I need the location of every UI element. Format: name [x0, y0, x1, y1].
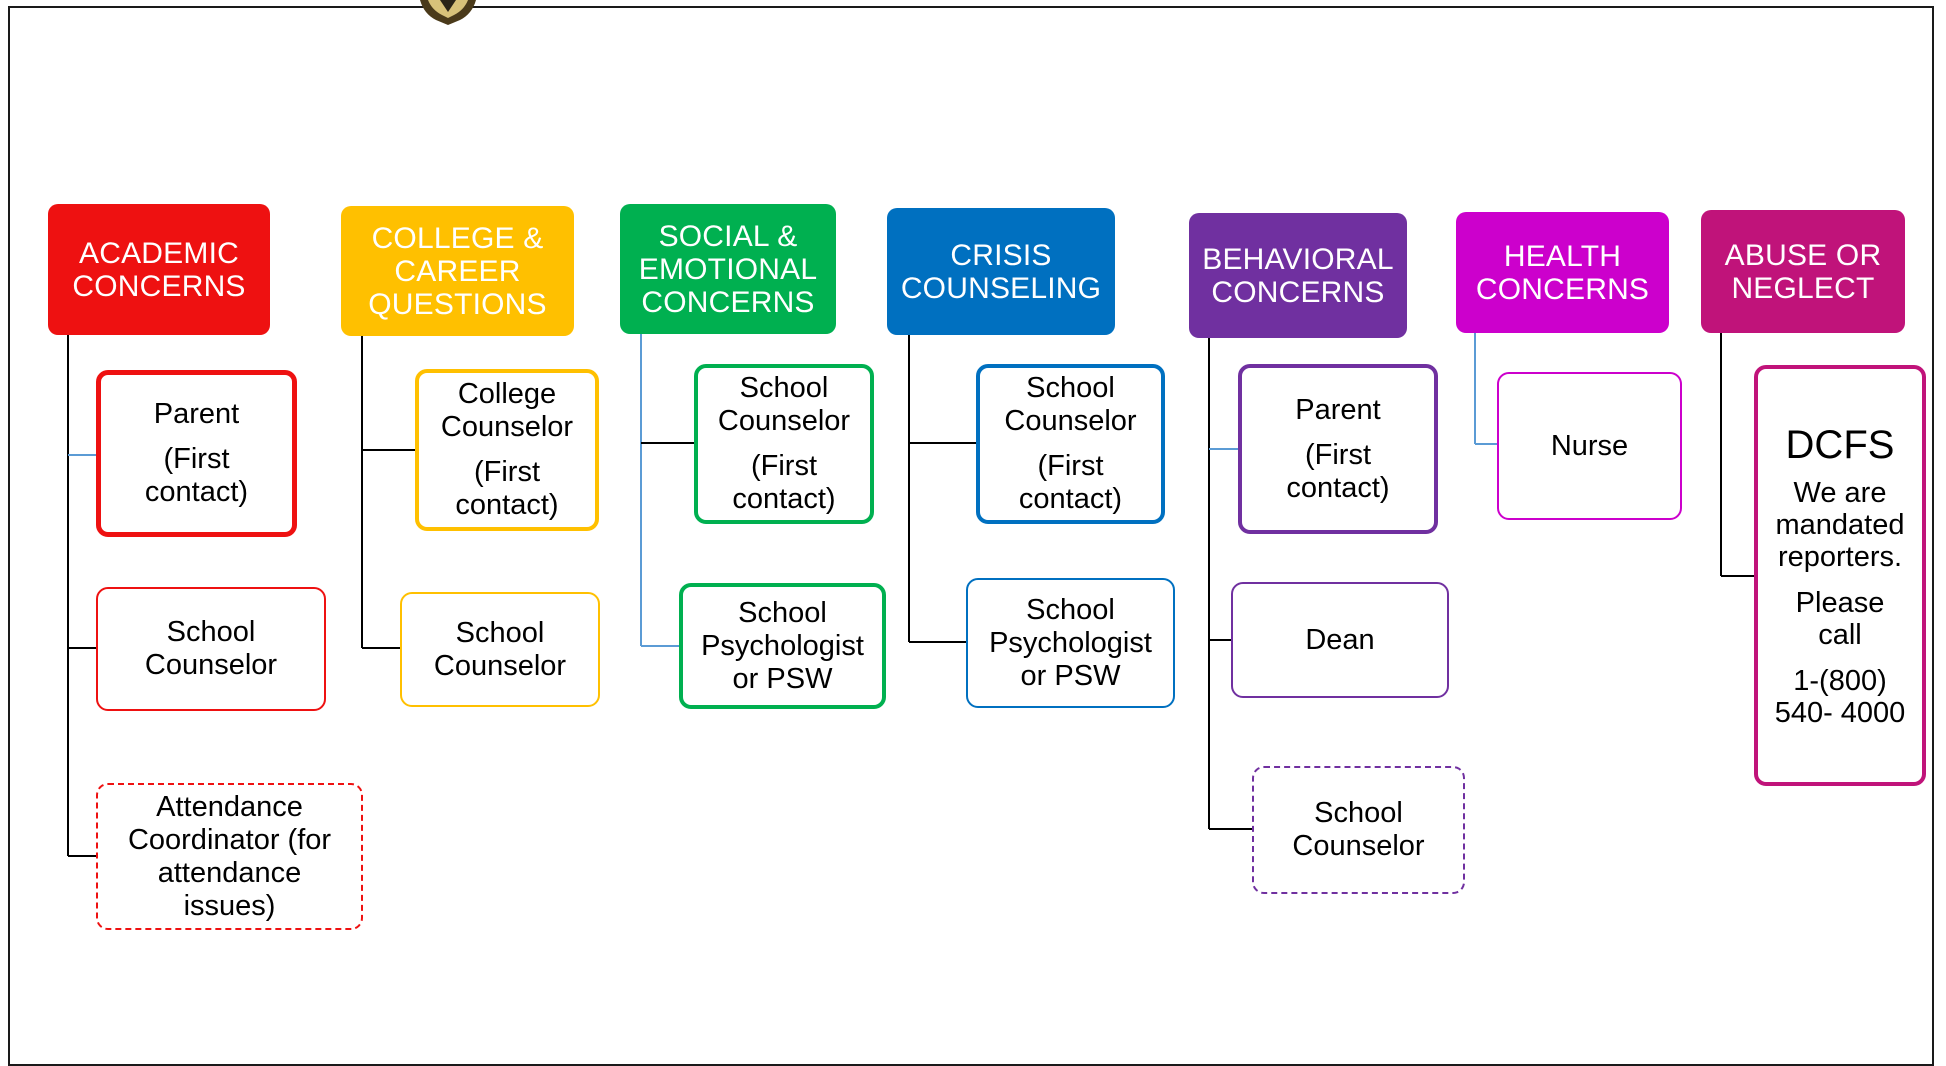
crisis-school-counselor-note: (First contact) — [1018, 450, 1123, 515]
social-school-counselor-box: School Counselor (First contact) — [694, 364, 874, 524]
dcfs-mandated-reporters-text: We are mandated reporters. — [1775, 476, 1905, 573]
social-psychologist-label: School Psychologist or PSW — [701, 596, 864, 695]
abuse-connectors — [1720, 333, 1754, 577]
social-school-counselor-note: (First contact) — [732, 450, 836, 515]
behavioral-header-label: BEHAVIORAL CONCERNS — [1202, 242, 1394, 309]
college-connectors — [361, 336, 415, 649]
social-header-label: SOCIAL & EMOTIONAL CONCERNS — [638, 219, 818, 319]
crisis-school-counselor-box: School Counselor (First contact) — [976, 364, 1165, 524]
college-school-counselor-box: School Counselor — [400, 592, 600, 707]
dcfs-title: DCFS — [1785, 422, 1895, 467]
abuse-header-label: ABUSE OR NEGLECT — [1724, 238, 1882, 305]
health-concerns-header: HEALTH CONCERNS — [1456, 212, 1669, 333]
school-logo-fragment — [420, 0, 476, 25]
crisis-psychologist-label: School Psychologist or PSW — [989, 593, 1152, 692]
crisis-connectors — [908, 335, 976, 643]
behavioral-dean-box: Dean — [1231, 582, 1449, 698]
academic-school-counselor-label: School Counselor — [144, 616, 278, 681]
health-connectors — [1474, 333, 1497, 445]
academic-header-label: ACADEMIC CONCERNS — [72, 236, 246, 303]
crisis-school-counselor-label: School Counselor — [1004, 372, 1137, 437]
health-header-label: HEALTH CONCERNS — [1475, 239, 1650, 306]
college-counselor-note: (First contact) — [455, 456, 559, 521]
behavioral-parent-label: Parent — [1295, 393, 1381, 426]
college-counselor-label: College Counselor — [440, 378, 574, 443]
behavioral-dean-label: Dean — [1305, 623, 1375, 656]
abuse-dcfs-box: DCFS We are mandated reporters. Please c… — [1754, 365, 1926, 786]
crisis-psychologist-box: School Psychologist or PSW — [966, 578, 1175, 708]
academic-parent-note: (First contact) — [144, 443, 249, 508]
social-connectors — [640, 334, 694, 647]
academic-connectors — [67, 335, 96, 857]
crisis-header-label: CRISIS COUNSELING — [900, 238, 1102, 305]
abuse-neglect-header: ABUSE OR NEGLECT — [1701, 210, 1905, 333]
college-header-label: COLLEGE & CAREER QUESTIONS — [368, 221, 547, 321]
dcfs-phone-number: 1-(800) 540- 4000 — [1774, 664, 1906, 729]
college-career-header: COLLEGE & CAREER QUESTIONS — [341, 206, 574, 336]
social-psychologist-box: School Psychologist or PSW — [679, 583, 886, 709]
academic-attendance-coordinator-box: Attendance Coordinator (for attendance i… — [96, 783, 363, 930]
behavioral-parent-box: Parent (First contact) — [1238, 364, 1438, 534]
behavioral-parent-note: (First contact) — [1286, 438, 1390, 504]
behavioral-connectors — [1208, 338, 1252, 830]
crisis-counseling-header: CRISIS COUNSELING — [887, 208, 1115, 335]
behavioral-school-counselor-box: School Counselor — [1252, 766, 1465, 894]
behavioral-school-counselor-label: School Counselor — [1292, 797, 1425, 862]
academic-concerns-header: ACADEMIC CONCERNS — [48, 204, 270, 335]
college-counselor-box: College Counselor (First contact) — [415, 369, 599, 531]
behavioral-concerns-header: BEHAVIORAL CONCERNS — [1189, 213, 1407, 338]
academic-parent-label: Parent — [153, 398, 240, 430]
health-nurse-label: Nurse — [1550, 429, 1629, 462]
health-nurse-box: Nurse — [1497, 372, 1682, 520]
social-emotional-header: SOCIAL & EMOTIONAL CONCERNS — [620, 204, 836, 334]
academic-parent-box: Parent (First contact) — [96, 370, 297, 537]
academic-school-counselor-box: School Counselor — [96, 587, 326, 711]
dcfs-please-call-text: Please call — [1795, 586, 1885, 651]
college-school-counselor-label: School Counselor — [433, 616, 567, 682]
social-school-counselor-label: School Counselor — [717, 372, 851, 437]
academic-attendance-coordinator-label: Attendance Coordinator (for attendance i… — [127, 790, 332, 922]
